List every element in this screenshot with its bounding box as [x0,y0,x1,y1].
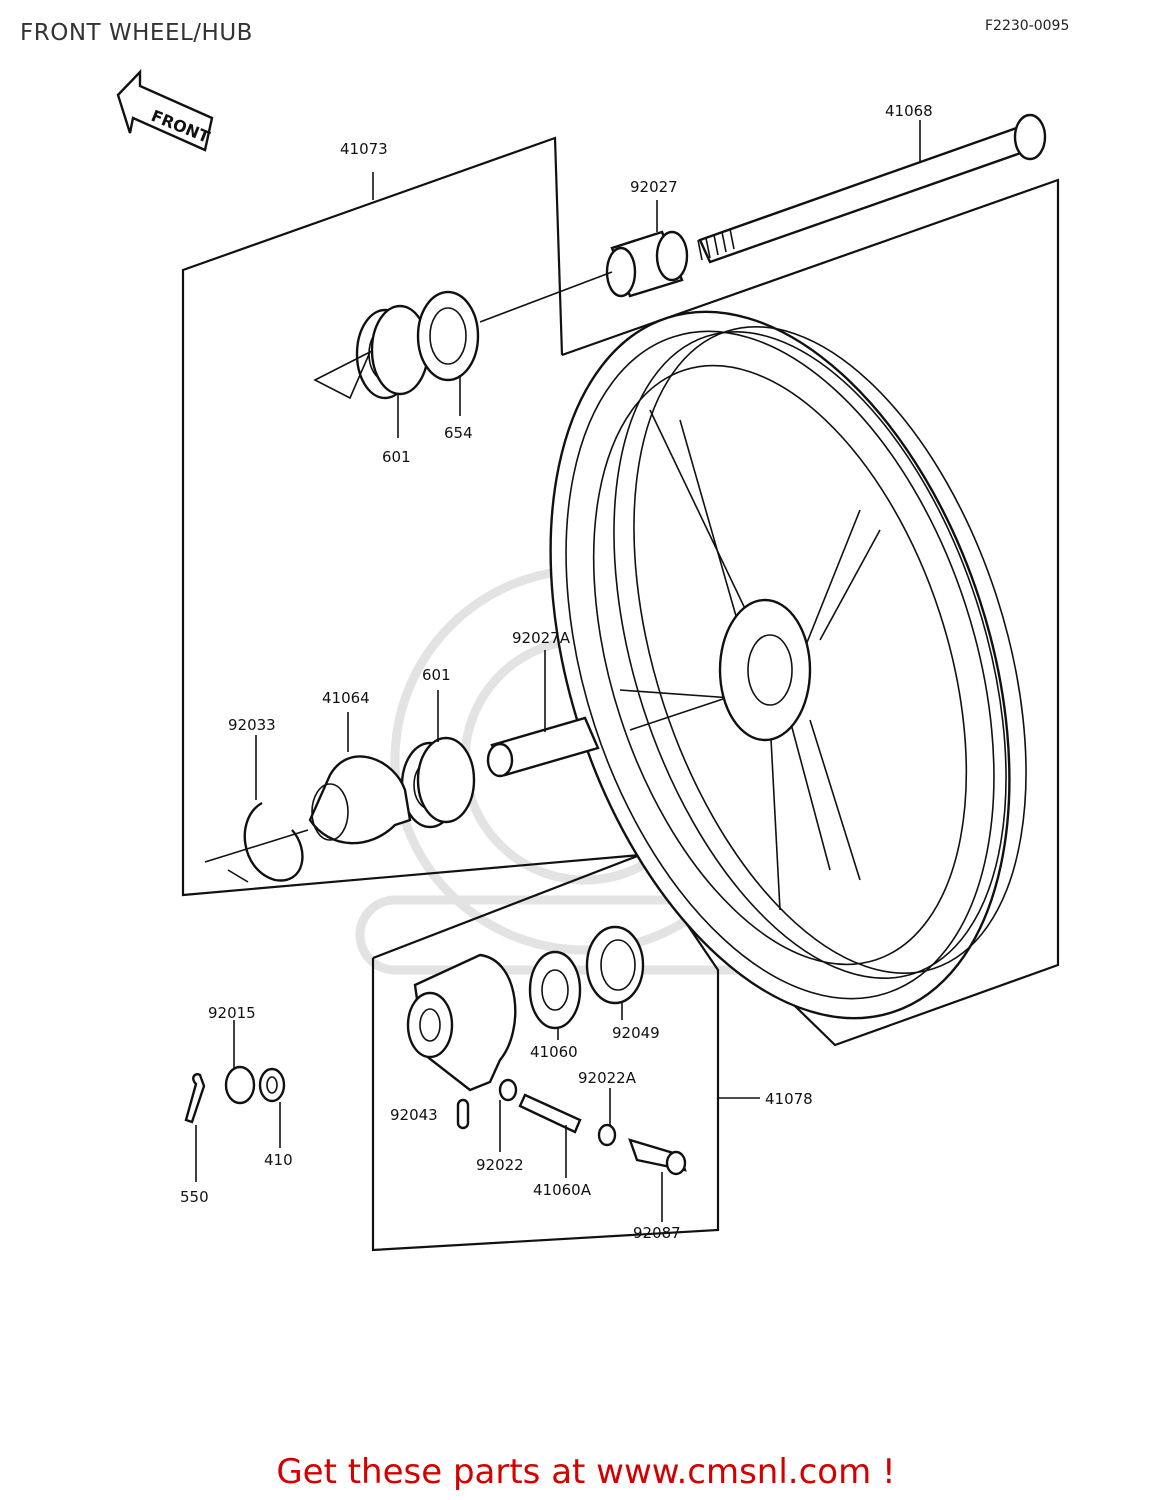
label-41060: 41060 [530,1043,578,1061]
label-550: 550 [180,1188,209,1206]
washer-92022 [498,1078,518,1102]
exploded-diagram: FRONT [116,69,1060,1252]
label-41060A: 41060A [533,1181,592,1199]
page-title: FRONT WHEEL/HUB [20,20,253,46]
oil-seal-654 [416,290,480,382]
drive-gear-41060 [528,950,582,1030]
collar-92027 [605,230,689,298]
circlip-92033 [243,801,304,882]
label-92027: 92027 [630,178,678,196]
gear-housing [406,953,517,1092]
label-41078: 41078 [765,1090,813,1108]
nut-92015 [224,1065,256,1105]
bearing-601-top [355,304,430,400]
pin-92043 [456,1098,470,1130]
label-41064: 41064 [322,689,370,707]
pinion-41060A [518,1093,582,1134]
plate-41064 [308,755,412,845]
bushing-92087 [628,1138,687,1176]
oil-seal-92049 [585,925,645,1005]
figure-code: F2230-0095 [985,18,1070,34]
spacer-92027A [486,716,600,778]
axle [697,113,1047,264]
label-41068: 41068 [885,102,933,120]
bearing-601-lower [400,736,476,829]
label-601-top: 601 [382,448,411,466]
cotter-pin-550 [184,1073,206,1124]
meter-gear-frame [371,853,720,1252]
label-654: 654 [444,424,473,442]
label-92087: 92087 [633,1224,681,1242]
front-direction-arrow: FRONT [116,69,214,152]
cta-link-text[interactable]: Get these parts at www.cmsnl.com ! [276,1452,896,1492]
label-410: 410 [264,1151,293,1169]
washer-410 [258,1067,286,1103]
label-92043: 92043 [390,1106,438,1124]
label-92027A: 92027A [512,629,571,647]
label-41073: 41073 [340,140,388,158]
label-92015: 92015 [208,1004,256,1022]
washer-92022A [597,1123,617,1147]
label-92022: 92022 [476,1156,524,1174]
label-92049: 92049 [612,1024,660,1042]
label-92022A: 92022A [578,1069,637,1087]
label-92033: 92033 [228,716,276,734]
label-601-lower: 601 [422,666,451,684]
